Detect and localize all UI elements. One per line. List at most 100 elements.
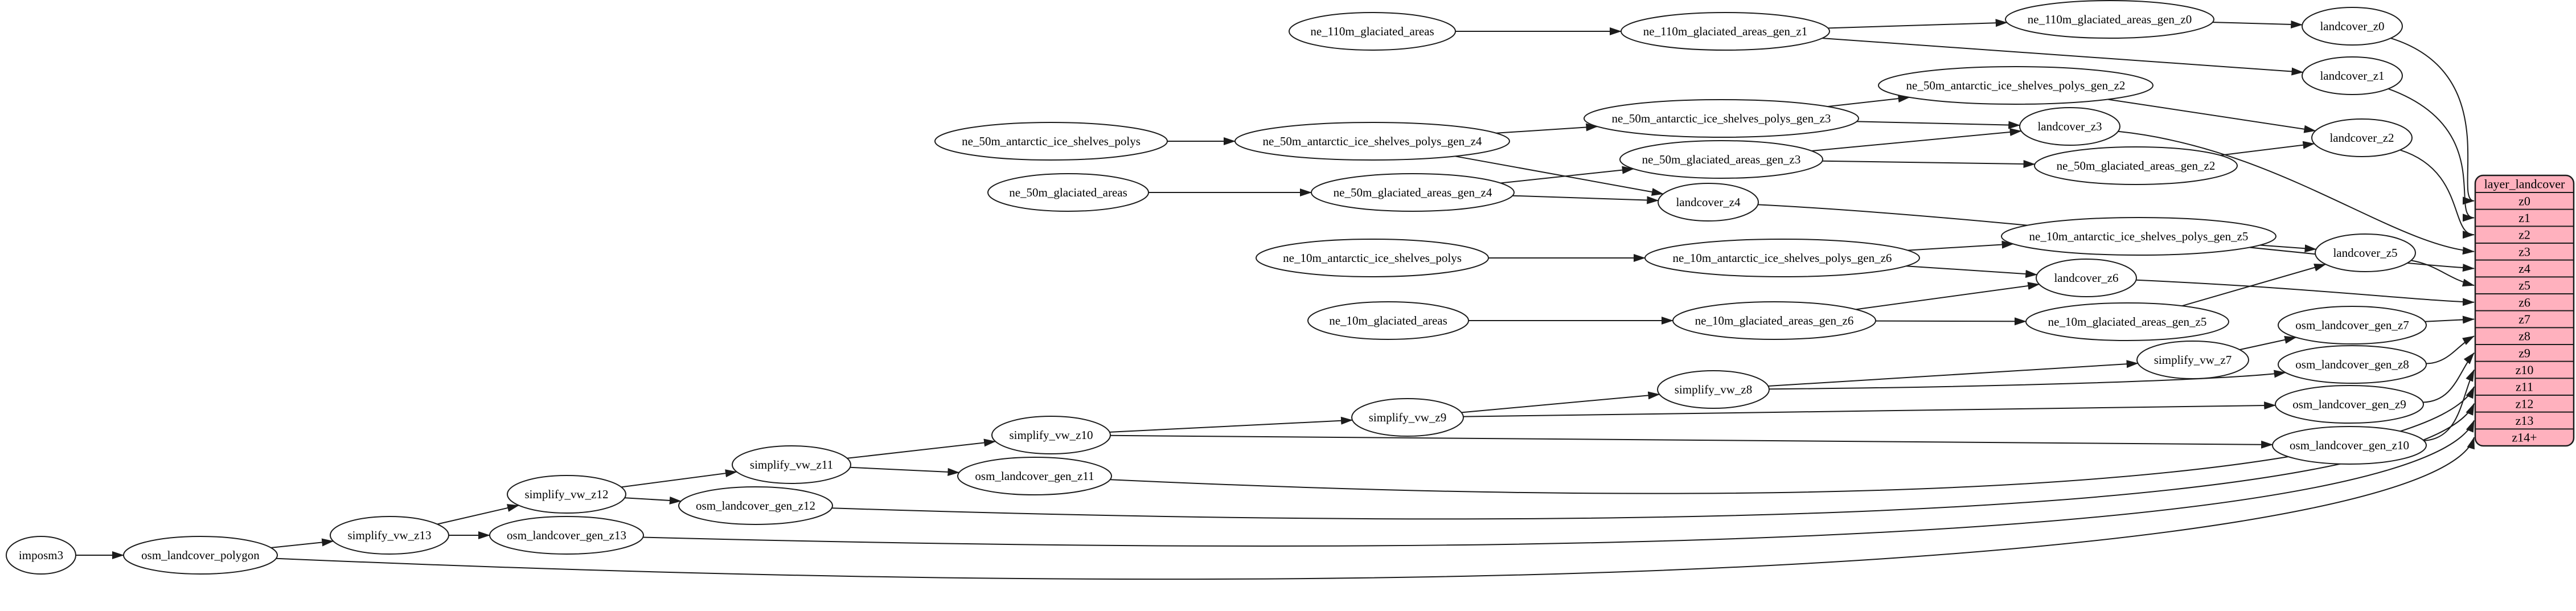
table-row-label-z1: z1 [2518, 211, 2530, 225]
node-osm-landcover-polygon: osm_landcover_polygon [123, 536, 278, 575]
node-shape [934, 122, 1168, 161]
node-label: landcover_z0 [2320, 19, 2384, 33]
node-label: osm_landcover_gen_z8 [2295, 358, 2409, 371]
edge-osm-landcover-polygon-to-simplify-vw-z13 [270, 538, 334, 548]
node-shape [1234, 122, 1510, 161]
node-shape [2034, 146, 2238, 185]
node-label: ne_50m_antarctic_ice_shelves_polys [962, 134, 1141, 148]
node-shape [6, 536, 76, 575]
table-row-label-z11: z11 [2516, 380, 2533, 394]
node-label: ne_50m_glaciated_areas [1009, 186, 1127, 199]
node-label: osm_landcover_gen_z7 [2295, 318, 2409, 332]
node-label: ne_10m_glaciated_areas_gen_z5 [2048, 315, 2207, 329]
node-ne-50m-antarctic-ice-shelves-polys-gen-z2: ne_50m_antarctic_ice_shelves_polys_gen_z… [1878, 66, 2153, 105]
node-ne-10m-antarctic-ice-shelves-polys-gen-z5: ne_10m_antarctic_ice_shelves_polys_gen_z… [2001, 217, 2276, 256]
node-label: simplify_vw_z12 [525, 487, 609, 501]
node-label: ne_50m_antarctic_ice_shelves_polys_gen_z… [1263, 134, 1482, 148]
table-title: layer_landcover [2484, 177, 2565, 191]
node-label: ne_110m_glaciated_areas [1310, 24, 1434, 38]
node-shape [1311, 173, 1515, 212]
table-row-label-z10: z10 [2516, 363, 2534, 377]
node-label: ne_50m_antarctic_ice_shelves_polys_gen_z… [1612, 112, 1831, 125]
node-ne-50m-glaciated-areas: ne_50m_glaciated_areas [987, 173, 1149, 212]
node-label: landcover_z1 [2320, 69, 2384, 83]
node-osm-landcover-gen-z11: osm_landcover_gen_z11 [957, 457, 1112, 495]
node-label: ne_110m_glaciated_areas_gen_z0 [2028, 13, 2192, 26]
table-row-label-z5: z5 [2518, 278, 2530, 293]
edge-osm-landcover-gen-z9-to-row-z9 [2423, 352, 2475, 403]
edge-ne-10m-glaciated-areas-gen-z5-to-landcover-z5 [2181, 264, 2327, 307]
edge-ne-50m-antarctic-ice-shelves-polys-gen-z3-to-ne-50m-antarctic-ice-shelves-polys-gen-z2 [1827, 95, 1910, 108]
node-shape [2272, 426, 2427, 465]
node-shape [2136, 341, 2249, 379]
node-label: landcover_z6 [2054, 271, 2118, 285]
node-label: ne_10m_antarctic_ice_shelves_polys_gen_z… [1673, 251, 1892, 265]
edge-landcover-z5-to-row-z5 [2411, 260, 2475, 287]
node-shape [2025, 302, 2229, 341]
node-simplify-vw-z7: simplify_vw_z7 [2136, 341, 2249, 379]
node-shape [1878, 66, 2153, 105]
table-row-label-z7: z7 [2518, 312, 2530, 326]
node-ne-50m-antarctic-ice-shelves-polys-gen-z3: ne_50m_antarctic_ice_shelves_polys_gen_z… [1584, 99, 1859, 138]
node-ne-50m-antarctic-ice-shelves-polys-gen-z4: ne_50m_antarctic_ice_shelves_polys_gen_z… [1234, 122, 1510, 161]
edge-ne-10m-antarctic-ice-shelves-polys-gen-z5-to-landcover-z5 [2259, 244, 2317, 253]
node-landcover-z3: landcover_z3 [2019, 107, 2120, 146]
table-row-label-z9: z9 [2518, 346, 2530, 360]
node-simplify-vw-z12: simplify_vw_z12 [507, 475, 626, 514]
edge-simplify-vw-z11-to-simplify-vw-z10 [847, 438, 996, 459]
table-row-label-z3: z3 [2518, 244, 2530, 259]
edge-ne-50m-antarctic-ice-shelves-polys-gen-z3-to-landcover-z3 [1856, 121, 2021, 129]
node-ne-50m-antarctic-ice-shelves-polys: ne_50m_antarctic_ice_shelves_polys [934, 122, 1168, 161]
node-osm-landcover-gen-z12: osm_landcover_gen_z12 [678, 486, 833, 525]
node-ne-50m-glaciated-areas-gen-z2: ne_50m_glaciated_areas_gen_z2 [2034, 146, 2238, 185]
edge-ne-50m-glaciated-areas-gen-z4-to-ne-50m-glaciated-areas-gen-z3 [1500, 166, 1634, 184]
node-label: ne_110m_glaciated_areas_gen_z1 [1643, 24, 1807, 38]
node-landcover-z5: landcover_z5 [2315, 233, 2416, 272]
edge-landcover-z3-to-row-z3 [2118, 130, 2475, 255]
node-label: ne_50m_antarctic_ice_shelves_polys_gen_z… [1906, 79, 2126, 92]
node-ne-50m-glaciated-areas-gen-z4: ne_50m_glaciated_areas_gen_z4 [1311, 173, 1515, 212]
edge-simplify-vw-z9-to-osm-landcover-gen-z9 [1463, 401, 2276, 417]
table-row-label-z12: z12 [2516, 396, 2534, 411]
node-shape [1657, 370, 1770, 409]
node-shape [957, 457, 1112, 495]
edge-ne-10m-antarctic-ice-shelves-polys-gen-z6-to-landcover-z6 [1906, 265, 2038, 278]
node-label: osm_landcover_polygon [141, 548, 260, 562]
edge-ne-10m-antarctic-ice-shelves-polys-gen-z6-to-ne-10m-antarctic-ice-shelves-polys-gen-z5 [1908, 240, 2014, 251]
edge-osm-landcover-gen-z7-to-row-z7 [2425, 315, 2475, 324]
node-label: simplify_vw_z10 [1010, 428, 1093, 442]
node-shape [2001, 217, 2276, 256]
node-osm-landcover-gen-z9: osm_landcover_gen_z9 [2275, 385, 2424, 424]
node-osm-landcover-gen-z7: osm_landcover_gen_z7 [2278, 306, 2427, 345]
edge-ne-50m-glaciated-areas-gen-z2-to-landcover-z2 [2220, 141, 2315, 156]
edge-ne-110m-glaciated-areas-gen-z0-to-landcover-z0 [2212, 20, 2303, 28]
table-row-label-z4: z4 [2518, 261, 2530, 276]
edge-simplify-vw-z8-to-osm-landcover-gen-z8 [1769, 370, 2286, 390]
node-imposm3: imposm3 [6, 536, 76, 575]
layer-landcover-table: layer_landcoverz0z1z2z3z4z5z6z7z8z9z10z1… [2474, 174, 2575, 447]
node-ne-110m-glaciated-areas-gen-z0: ne_110m_glaciated_areas_gen_z0 [2005, 0, 2214, 39]
edge-osm-landcover-gen-z11-to-row-z11 [1110, 386, 2475, 494]
edge-landcover-z1-to-row-z1 [2388, 88, 2475, 222]
node-landcover-z2: landcover_z2 [2311, 118, 2413, 157]
edge-ne-110m-glaciated-areas-gen-z1-to-ne-110m-glaciated-areas-gen-z0 [1828, 19, 2008, 29]
table-row-label-z13: z13 [2516, 413, 2534, 428]
edge-layer [76, 19, 2475, 580]
node-shape [2278, 306, 2427, 345]
edge-osm-landcover-gen-z10-to-row-z10 [2423, 369, 2475, 441]
node-shape [2302, 56, 2403, 95]
node-label: landcover_z5 [2333, 246, 2397, 260]
node-shape [1256, 239, 1489, 277]
node-shape [678, 486, 833, 525]
node-shape [1351, 398, 1464, 437]
node-shape [123, 536, 278, 575]
edge-simplify-vw-z8-to-simplify-vw-z7 [1768, 360, 2139, 387]
edge-osm-landcover-gen-z8-to-row-z8 [2426, 335, 2475, 364]
node-label: osm_landcover_gen_z10 [2290, 438, 2409, 452]
node-shape [2275, 385, 2424, 424]
node-shape [1307, 301, 1469, 340]
edge-ne-50m-glaciated-areas-gen-z4-to-landcover-z4 [1512, 195, 1659, 204]
node-shape [330, 516, 449, 555]
